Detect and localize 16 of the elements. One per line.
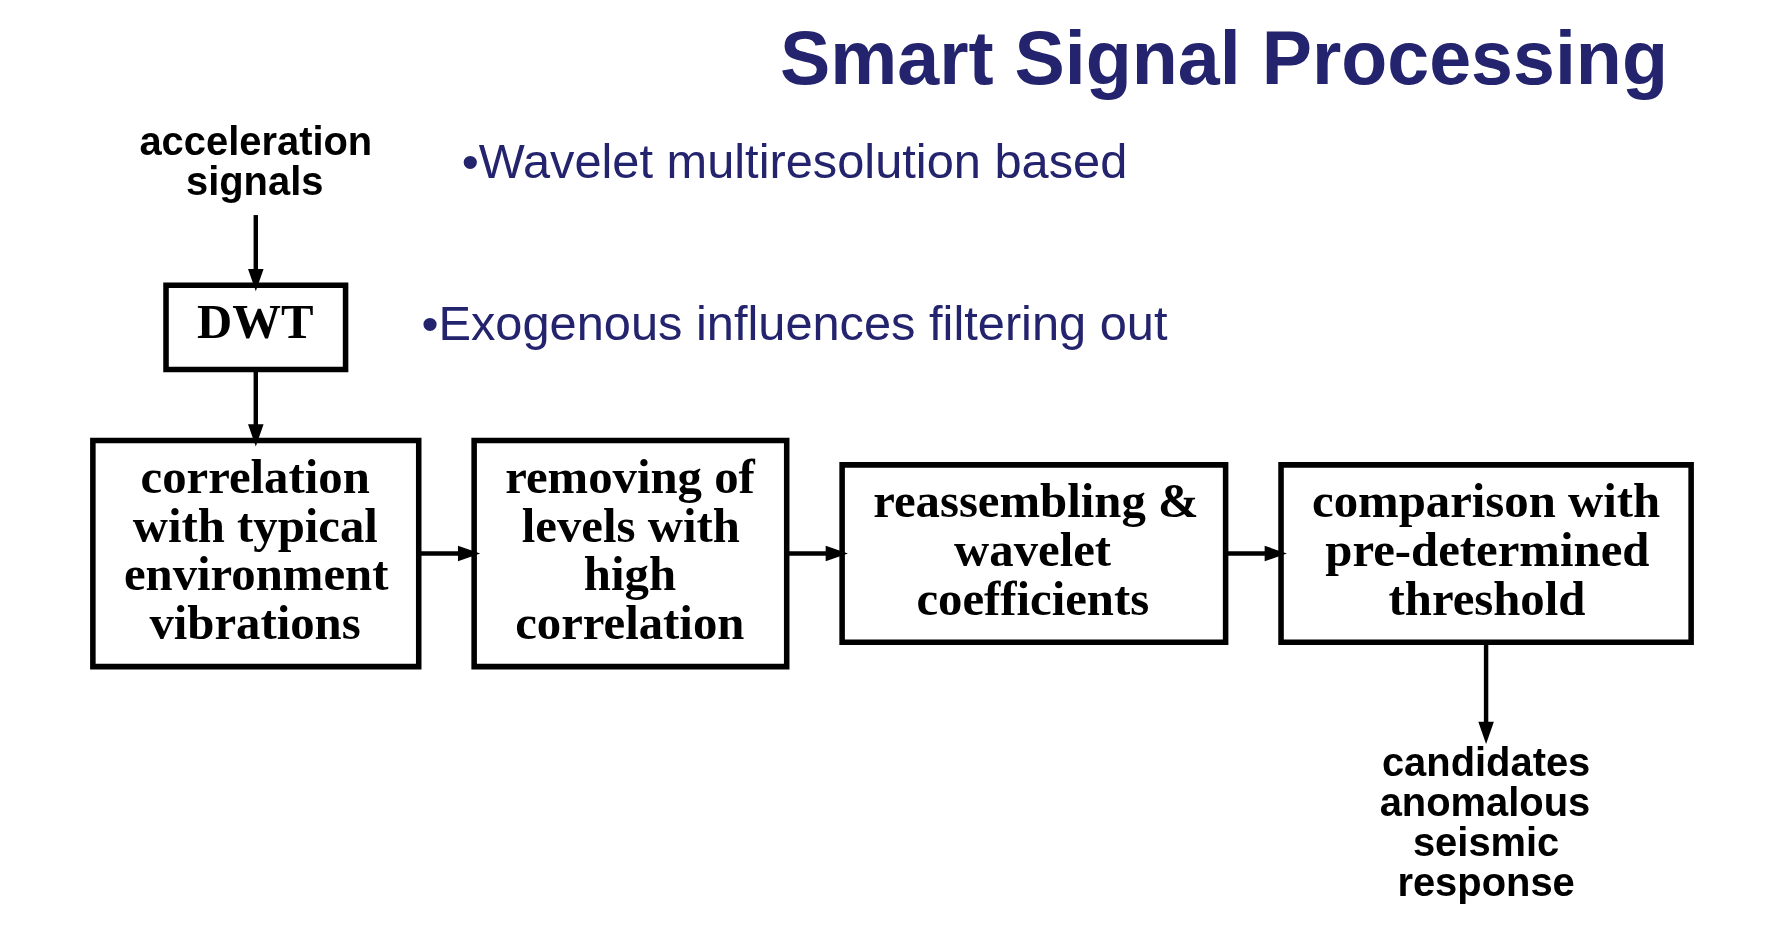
node-box: correlation with typical environment vibrations: [89, 437, 421, 670]
arrow: [247, 370, 264, 447]
arrow: [1225, 545, 1287, 562]
arrow: [418, 545, 480, 562]
diagram-title: Smart Signal Processing: [779, 16, 1668, 101]
node-text: candidates anomalous seismic response: [1379, 740, 1590, 904]
label: •Wavelet multiresolution based: [461, 134, 1127, 189]
arrow: [247, 215, 264, 292]
node-box: DWT: [162, 282, 348, 373]
node-box: reassembling & wavelet coefficients: [838, 462, 1228, 645]
label: •Exogenous influences filtering out: [420, 295, 1168, 350]
node-box: removing of levels with high correlation: [470, 437, 789, 670]
arrow: [786, 545, 848, 562]
node-text: acceleration signals: [138, 119, 372, 204]
node-box: comparison with pre-determined threshold: [1277, 462, 1694, 645]
arrow: [1477, 642, 1494, 745]
